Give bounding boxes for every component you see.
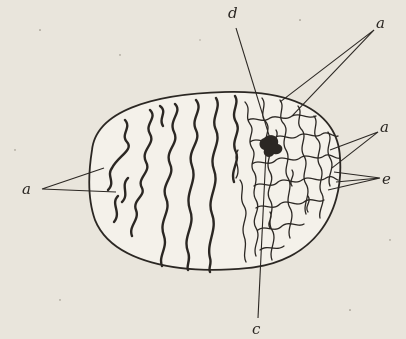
label-d: d [228,4,238,22]
label-a-top-right: a [376,14,385,32]
label-e: e [382,170,391,188]
label-c: c [252,320,261,338]
label-a-mid-right: a [380,118,389,136]
label-a-left: a [22,180,31,198]
